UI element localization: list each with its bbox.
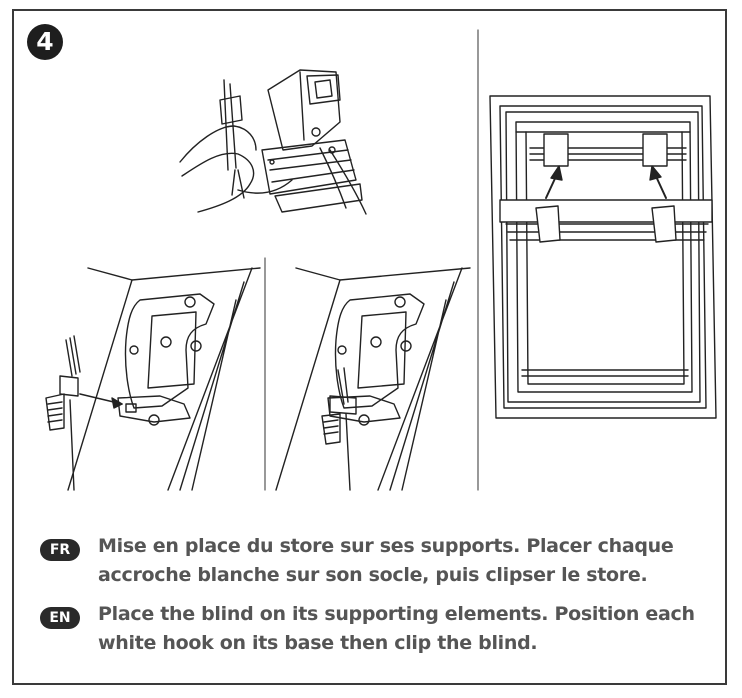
step-number-badge: 4 — [27, 24, 63, 60]
bracket-before-illustration — [45, 267, 261, 491]
instruction-fr: FR Mise en place du store sur ses suppor… — [40, 532, 700, 592]
bracket-after-illustration — [275, 267, 471, 491]
instruction-text-en: Place the blind on its supporting elemen… — [98, 603, 695, 654]
hands-holding-blind-illustration — [179, 69, 367, 215]
window-frame-diagram — [489, 95, 717, 419]
language-badge-en: EN — [40, 607, 80, 629]
language-badge-fr: FR — [40, 539, 80, 561]
instruction-text-fr: Mise en place du store sur ses supports.… — [98, 535, 674, 586]
instruction-en: EN Place the blind on its supporting ele… — [40, 600, 700, 660]
assembly-illustrations — [45, 29, 717, 491]
